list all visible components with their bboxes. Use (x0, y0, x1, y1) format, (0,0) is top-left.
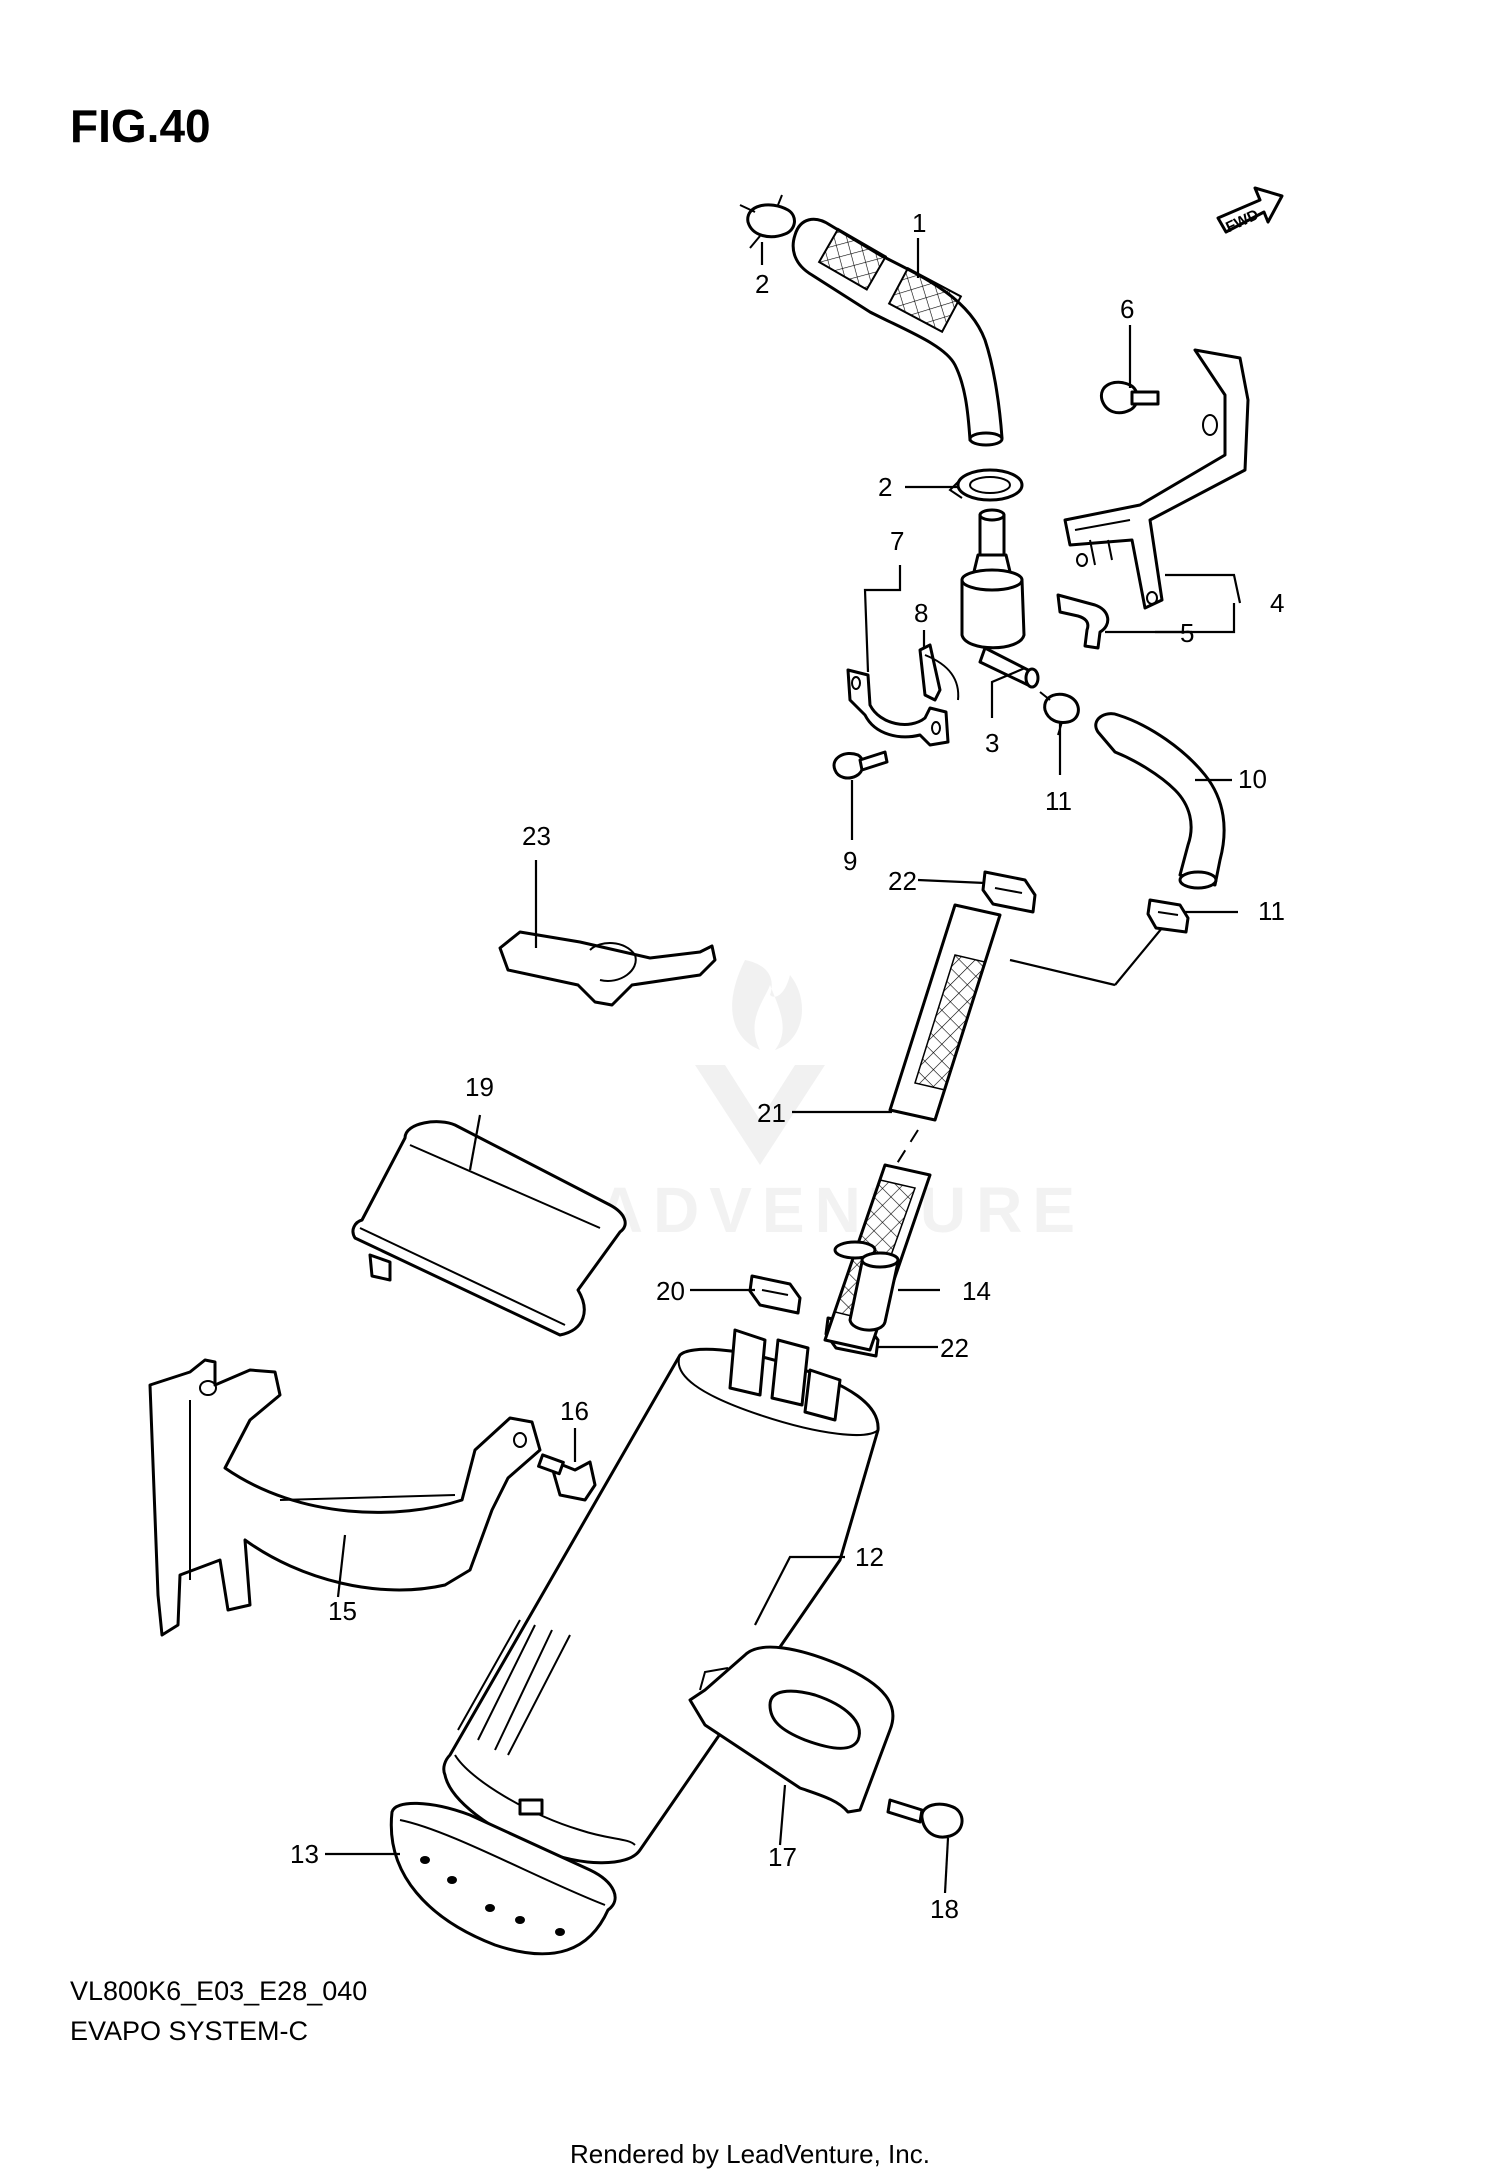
callout-12: 12 (855, 1542, 884, 1572)
render-credit: Rendered by LeadVenture, Inc. (570, 2139, 930, 2169)
part-14-cap (848, 1251, 900, 1332)
part-6-bolt (1099, 380, 1160, 415)
leader-lines (325, 238, 1242, 1894)
callouts: 1 2 2 3 4 5 6 7 8 9 10 11 11 12 13 14 15… (290, 208, 1285, 1924)
part-7-holder (846, 668, 950, 747)
model-code: VL800K6_E03_E28_040 (70, 1976, 367, 2006)
part-9-screw (832, 750, 889, 780)
figure-title: FIG.40 (70, 100, 211, 152)
part-2-clamp-upper (739, 194, 796, 249)
callout-3: 3 (985, 728, 999, 758)
callout-21: 21 (757, 1098, 786, 1128)
part-15-bracket (148, 1358, 542, 1637)
part-11-clamp-lower (1146, 898, 1190, 934)
fwd-arrow-icon: FWD (1216, 186, 1284, 236)
callout-11-lower: 11 (1258, 896, 1285, 926)
callout-5: 5 (1180, 618, 1194, 648)
part-5-clip (1056, 593, 1110, 650)
part-4-bracket (1063, 348, 1250, 610)
callout-1: 1 (912, 208, 926, 238)
callout-13: 13 (290, 1839, 319, 1869)
callout-17: 17 (768, 1842, 797, 1872)
part-12-canister (442, 1328, 880, 1865)
callout-2-upper: 2 (755, 269, 769, 299)
part-8-clamp (918, 643, 960, 702)
part-17-clamp (688, 1645, 895, 1814)
part-10-hose (1094, 712, 1226, 890)
section-title: EVAPO SYSTEM-C (70, 2016, 308, 2046)
callout-6: 6 (1120, 294, 1134, 324)
part-21-hose (823, 903, 1002, 1352)
part-13-cap (389, 1801, 617, 1956)
callout-23: 23 (522, 821, 551, 851)
callout-22-lower: 22 (940, 1333, 969, 1363)
part-23-bracket (498, 930, 717, 1007)
callout-15: 15 (328, 1596, 357, 1626)
callout-14: 14 (962, 1276, 991, 1306)
callout-20: 20 (656, 1276, 685, 1306)
callout-4: 4 (1270, 588, 1284, 618)
part-2-clamp-lower (948, 468, 1024, 502)
part-20-clip (748, 1274, 802, 1315)
callout-18: 18 (930, 1894, 959, 1924)
part-1-hose (791, 217, 1004, 447)
callout-19: 19 (465, 1072, 494, 1102)
part-3-valve (960, 508, 1040, 689)
callout-11-upper: 11 (1045, 786, 1072, 816)
part-16-bolt (537, 1453, 597, 1502)
part-18-screw (886, 1798, 964, 1839)
callout-16: 16 (560, 1396, 589, 1426)
callout-7: 7 (890, 526, 904, 556)
callout-10: 10 (1238, 764, 1267, 794)
callout-2-lower: 2 (878, 472, 892, 502)
callout-22-upper: 22 (888, 866, 917, 896)
part-19-band (351, 1120, 627, 1337)
part-22-clip-upper (981, 870, 1037, 914)
part-11-clamp-upper (1039, 691, 1080, 736)
callout-9: 9 (843, 846, 857, 876)
callout-8: 8 (914, 598, 928, 628)
